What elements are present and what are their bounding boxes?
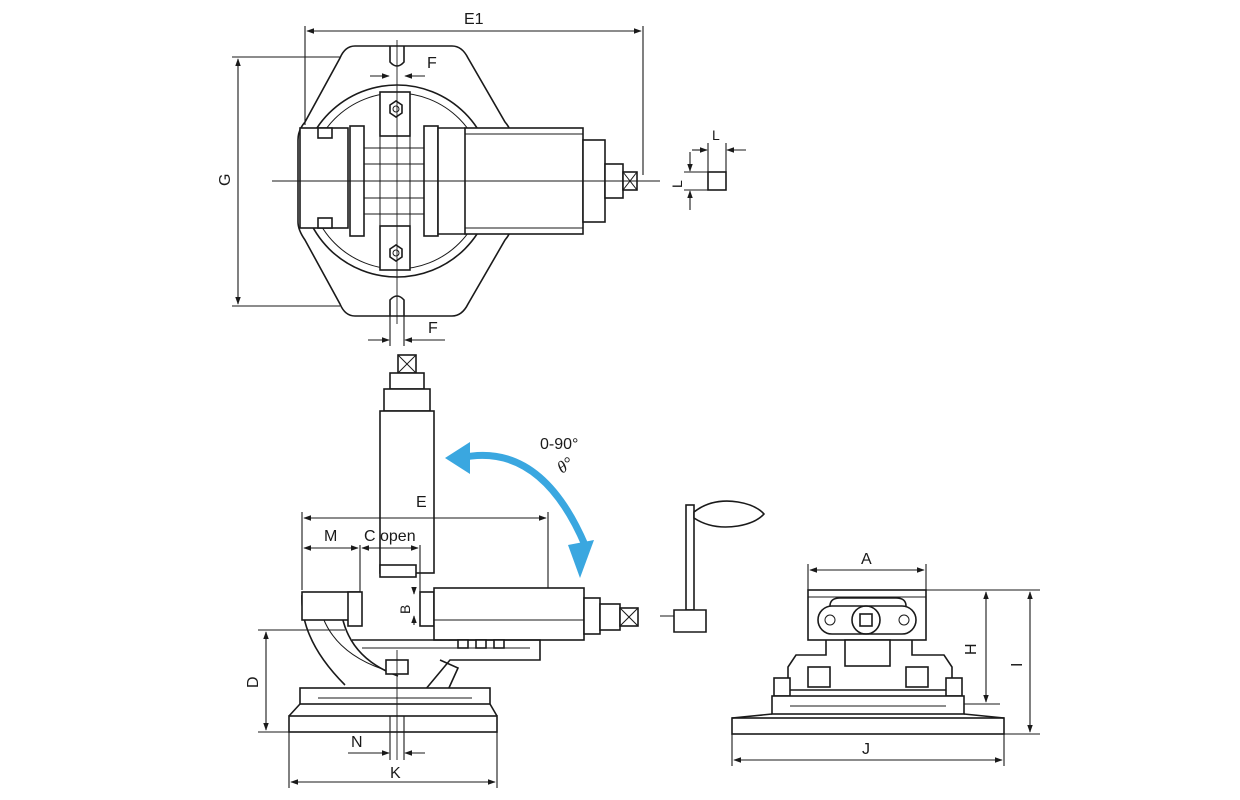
screw-square-front bbox=[859, 613, 873, 627]
cross-mark bbox=[619, 607, 639, 627]
rotation-arrowhead-down-icon bbox=[568, 540, 594, 578]
label-f-bottom: F bbox=[428, 320, 438, 337]
base-edge bbox=[963, 713, 1005, 719]
front-block bbox=[905, 666, 929, 688]
label-n: N bbox=[351, 734, 363, 751]
nut-hole bbox=[392, 105, 400, 113]
label-e: E bbox=[416, 494, 427, 511]
base-edge bbox=[288, 703, 301, 717]
base-plate bbox=[288, 715, 498, 733]
cross-mark bbox=[397, 354, 417, 374]
handle-grip bbox=[693, 500, 766, 528]
label-g: G bbox=[217, 174, 234, 186]
front-view: A H I J bbox=[731, 551, 1040, 766]
screw-housing-side bbox=[433, 587, 585, 641]
collar-side bbox=[599, 603, 621, 631]
slide-bolt bbox=[475, 639, 487, 649]
label-e1: E1 bbox=[464, 11, 484, 28]
slide-bolt bbox=[493, 639, 505, 649]
front-side-block bbox=[773, 677, 791, 697]
fixed-jaw-side bbox=[347, 591, 363, 627]
movable-jaw-side bbox=[419, 591, 435, 627]
base-edge bbox=[489, 703, 498, 717]
label-angle-range: 0-90° bbox=[540, 436, 578, 453]
label-m: M bbox=[324, 528, 337, 545]
nut-bottom-icon bbox=[389, 244, 403, 262]
front-base-plate bbox=[731, 717, 1005, 735]
label-i: I bbox=[1009, 663, 1026, 667]
bolt-head bbox=[824, 614, 836, 626]
screw-head bbox=[851, 605, 881, 635]
front-block bbox=[807, 666, 831, 688]
rotation-arrow bbox=[459, 451, 589, 547]
front-center-block bbox=[844, 639, 891, 667]
side-view: 0-90° θ° E bbox=[245, 354, 639, 788]
label-b: B bbox=[397, 605, 413, 614]
square-end-detail bbox=[707, 171, 727, 191]
fixed-jaw-block-top bbox=[317, 127, 333, 139]
bolt-head bbox=[898, 614, 910, 626]
label-theta: θ° bbox=[553, 453, 576, 477]
label-c-open: C open bbox=[364, 528, 416, 545]
label-l-horizontal: L bbox=[712, 127, 720, 143]
swivel-base bbox=[299, 687, 491, 705]
label-f-top: F bbox=[427, 55, 437, 72]
label-d: D bbox=[245, 676, 262, 688]
nut-hole bbox=[392, 249, 400, 257]
handle bbox=[660, 500, 766, 633]
base-edge bbox=[731, 713, 773, 719]
end-cap-side bbox=[583, 597, 601, 635]
label-h: H bbox=[963, 643, 980, 655]
bolt-block-top bbox=[379, 91, 411, 137]
front-side-block bbox=[945, 677, 963, 697]
label-k: K bbox=[390, 765, 401, 782]
tilted-housing bbox=[379, 410, 435, 574]
front-swivel-base bbox=[771, 695, 965, 715]
tilted-jaw-tip bbox=[379, 564, 417, 578]
fixed-jaw-block-bottom bbox=[317, 217, 333, 229]
rotation-arrowhead-up-icon bbox=[445, 442, 470, 474]
fixed-jaw bbox=[299, 127, 349, 229]
nut-top-icon bbox=[389, 100, 403, 118]
front-body bbox=[787, 640, 953, 691]
handle-shaft bbox=[685, 504, 695, 611]
angle-scale bbox=[439, 659, 460, 691]
label-l-vertical: L bbox=[669, 180, 685, 188]
slide-bolt bbox=[457, 639, 469, 649]
label-j: J bbox=[862, 741, 870, 758]
handle-socket bbox=[673, 609, 707, 633]
label-a: A bbox=[861, 551, 872, 568]
top-view: E1 F G F L L bbox=[217, 11, 746, 346]
tilted-end-cap bbox=[383, 388, 431, 412]
tilted-collar bbox=[389, 372, 425, 390]
